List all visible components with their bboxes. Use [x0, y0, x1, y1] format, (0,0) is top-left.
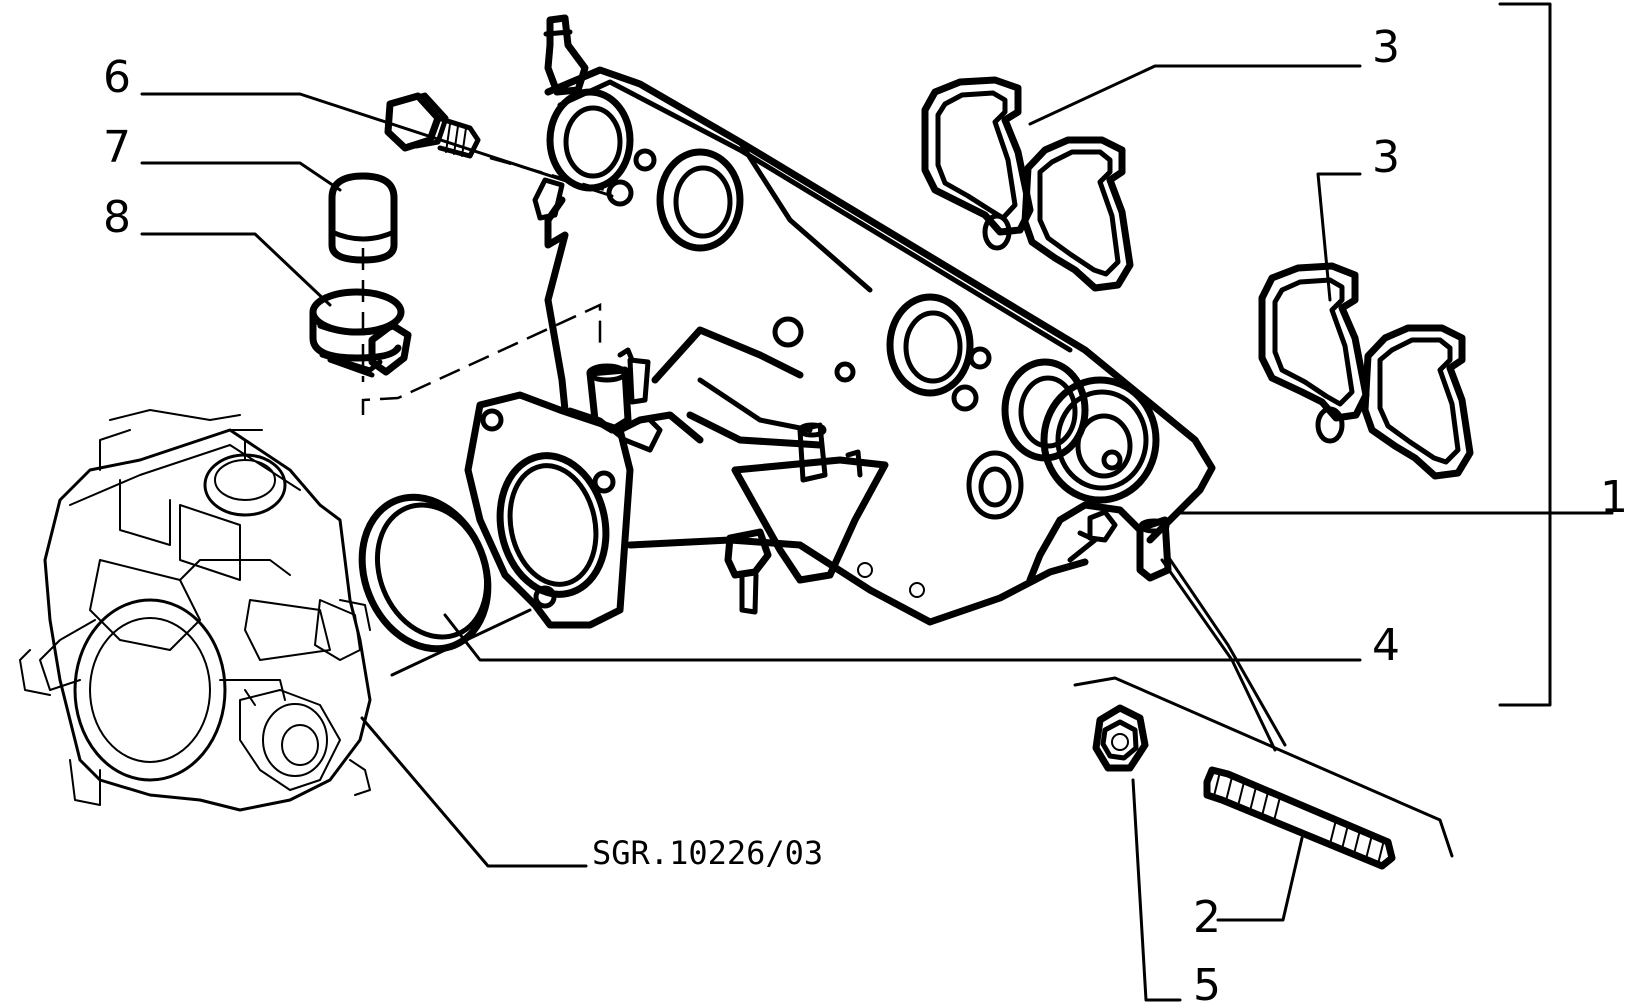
stud-axis-a	[1160, 558, 1277, 752]
leader-3b	[1316, 172, 1362, 302]
drawing-reference-code: SGR.10226/03	[592, 834, 823, 872]
callout-3a: 3	[1372, 22, 1400, 73]
assembly-bracket	[1498, 2, 1552, 707]
callout-3b: 3	[1372, 132, 1400, 183]
callout-2: 2	[1193, 892, 1221, 943]
callout-6: 6	[103, 52, 131, 103]
stud-axis-b	[1165, 553, 1287, 747]
assembly-axes	[361, 156, 613, 415]
callout-8: 8	[103, 192, 131, 243]
callout-numbers: 6 7 8 3 3 1 4 2 5	[103, 22, 1628, 1005]
nut-part-5	[1092, 704, 1149, 772]
leader-2	[1216, 836, 1304, 922]
clamp-part-8	[309, 288, 412, 378]
nut-axis	[1073, 676, 1454, 858]
leader-8	[140, 232, 332, 307]
callout-5: 5	[1193, 960, 1221, 1005]
leader-5	[1131, 778, 1182, 1002]
gasket-pair-part-3a	[921, 76, 1134, 292]
leader-4	[443, 613, 1362, 662]
leader-7	[140, 161, 342, 192]
axis-nipple	[361, 303, 602, 415]
bolt-part-6	[384, 92, 481, 159]
callout-1: 1	[1600, 472, 1628, 523]
callout-7: 7	[103, 122, 131, 173]
ring-gasket-part-4	[358, 493, 492, 653]
cap-part-7	[328, 172, 398, 264]
gasket-pair-part-3b	[1258, 262, 1474, 480]
leader-ref	[360, 716, 588, 868]
leader-3a	[1028, 64, 1362, 126]
stud-part-2	[1203, 766, 1396, 870]
leader-lines	[140, 2, 1614, 1002]
throttle-body-reference	[19, 409, 372, 812]
intake-manifold-part-1	[464, 14, 1216, 629]
callout-4: 4	[1372, 620, 1400, 671]
